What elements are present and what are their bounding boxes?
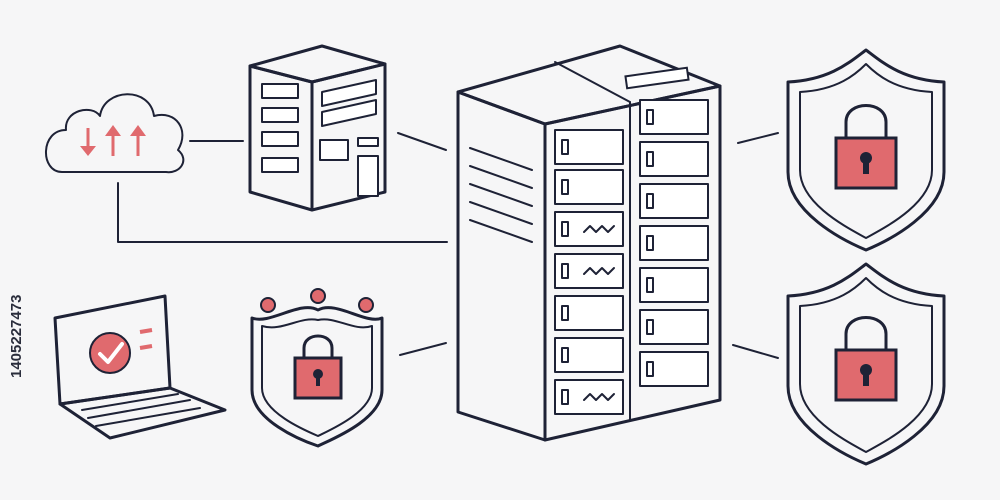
watermark-id-text: 1405227473 bbox=[8, 294, 25, 378]
shield-lock-icon bbox=[250, 288, 384, 448]
arrow-down-icon bbox=[80, 128, 96, 156]
rack-top-vent bbox=[624, 66, 690, 90]
keyboard-keys bbox=[81, 393, 201, 427]
cloud-sync-icon bbox=[45, 93, 185, 174]
shield-lock-icon bbox=[786, 48, 946, 252]
padlock-icon bbox=[293, 334, 343, 400]
status-lines bbox=[139, 328, 153, 350]
connector-lines bbox=[117, 132, 779, 359]
padlock-icon bbox=[834, 316, 898, 402]
laptop-check-icon bbox=[53, 294, 227, 440]
server-drive-bays-left bbox=[554, 129, 624, 415]
check-circle-icon bbox=[89, 332, 131, 374]
building-windows bbox=[261, 79, 379, 197]
server-drive-bays-right bbox=[639, 99, 709, 387]
rack-vent-lines bbox=[469, 147, 533, 243]
padlock-icon bbox=[834, 104, 898, 190]
arrow-up-icon bbox=[105, 125, 121, 156]
server-rack-icon bbox=[456, 44, 722, 442]
shield-lock-icon bbox=[786, 262, 946, 466]
building-icon bbox=[248, 44, 387, 212]
arrow-up-icon bbox=[130, 125, 146, 156]
watermark-id-container: 1405227473 bbox=[8, 295, 28, 388]
